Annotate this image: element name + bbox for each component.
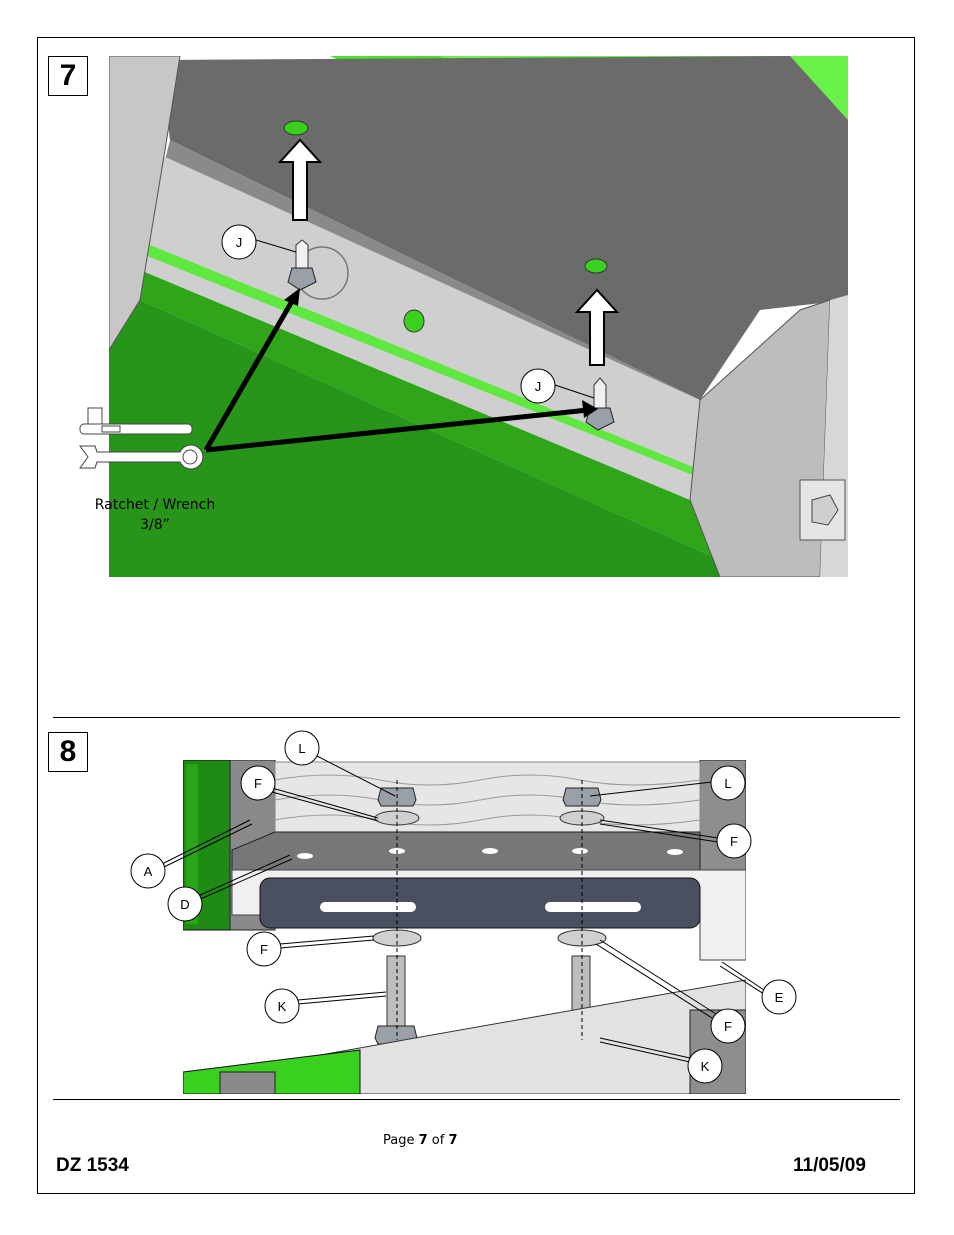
- divider: [53, 1099, 900, 1100]
- page-prefix: Page: [383, 1133, 419, 1148]
- callout-label: L: [298, 741, 305, 756]
- callout-label: D: [180, 897, 189, 912]
- callout-f-2: F: [599, 819, 752, 859]
- callout-label: L: [724, 776, 731, 791]
- callout-f-3: F: [246, 931, 375, 967]
- step-number-box: 7: [48, 56, 88, 96]
- step-number: 7: [59, 59, 77, 92]
- step-number: 8: [59, 735, 77, 768]
- document-id: DZ 1534: [56, 1155, 129, 1176]
- tool-label-line1: Ratchet / Wrench: [94, 497, 216, 513]
- document-date: 11/05/09: [793, 1155, 866, 1176]
- callout-j-1: J: [221, 224, 297, 260]
- wrench-icon: [79, 444, 204, 470]
- divider: [53, 717, 900, 718]
- figure-8-drawing: [183, 760, 746, 1094]
- callout-f-4: F: [595, 939, 746, 1044]
- page-current: 7: [418, 1133, 428, 1148]
- figure-8: L L F F A D F F: [130, 730, 797, 1094]
- page-of: of: [427, 1133, 449, 1148]
- callout-label: A: [144, 864, 153, 879]
- callout-label: F: [730, 834, 738, 849]
- callout-d: D: [167, 854, 293, 922]
- callout-label: F: [254, 776, 262, 791]
- callout-k-1: K: [264, 988, 387, 1024]
- ratchet-icon: [79, 407, 193, 435]
- callout-l-2: L: [589, 765, 746, 801]
- page-indicator: Page 7 of 7: [383, 1133, 458, 1148]
- callout-e: E: [719, 961, 797, 1015]
- callout-label: F: [724, 1019, 732, 1034]
- tool-label-line2: 3/8”: [140, 517, 170, 533]
- tool-leader-arrows: [203, 288, 598, 453]
- callout-a: A: [130, 819, 253, 889]
- callout-label: F: [260, 942, 268, 957]
- callout-label: J: [236, 235, 243, 250]
- page-frame: [37, 37, 915, 1194]
- page-total: 7: [448, 1133, 458, 1148]
- callout-label: E: [775, 990, 784, 1005]
- callout-l-1: L: [284, 730, 396, 797]
- callout-f-1: F: [240, 765, 379, 822]
- tool-label: Ratchet / Wrench 3/8”: [70, 495, 240, 535]
- callout-label: J: [535, 379, 542, 394]
- step-number-box: 8: [48, 732, 88, 772]
- figure-7: J J: [79, 56, 848, 577]
- callout-label: K: [701, 1059, 710, 1074]
- callout-j-2: J: [520, 368, 595, 404]
- callout-label: K: [278, 999, 287, 1014]
- callout-k-2: K: [599, 1037, 723, 1084]
